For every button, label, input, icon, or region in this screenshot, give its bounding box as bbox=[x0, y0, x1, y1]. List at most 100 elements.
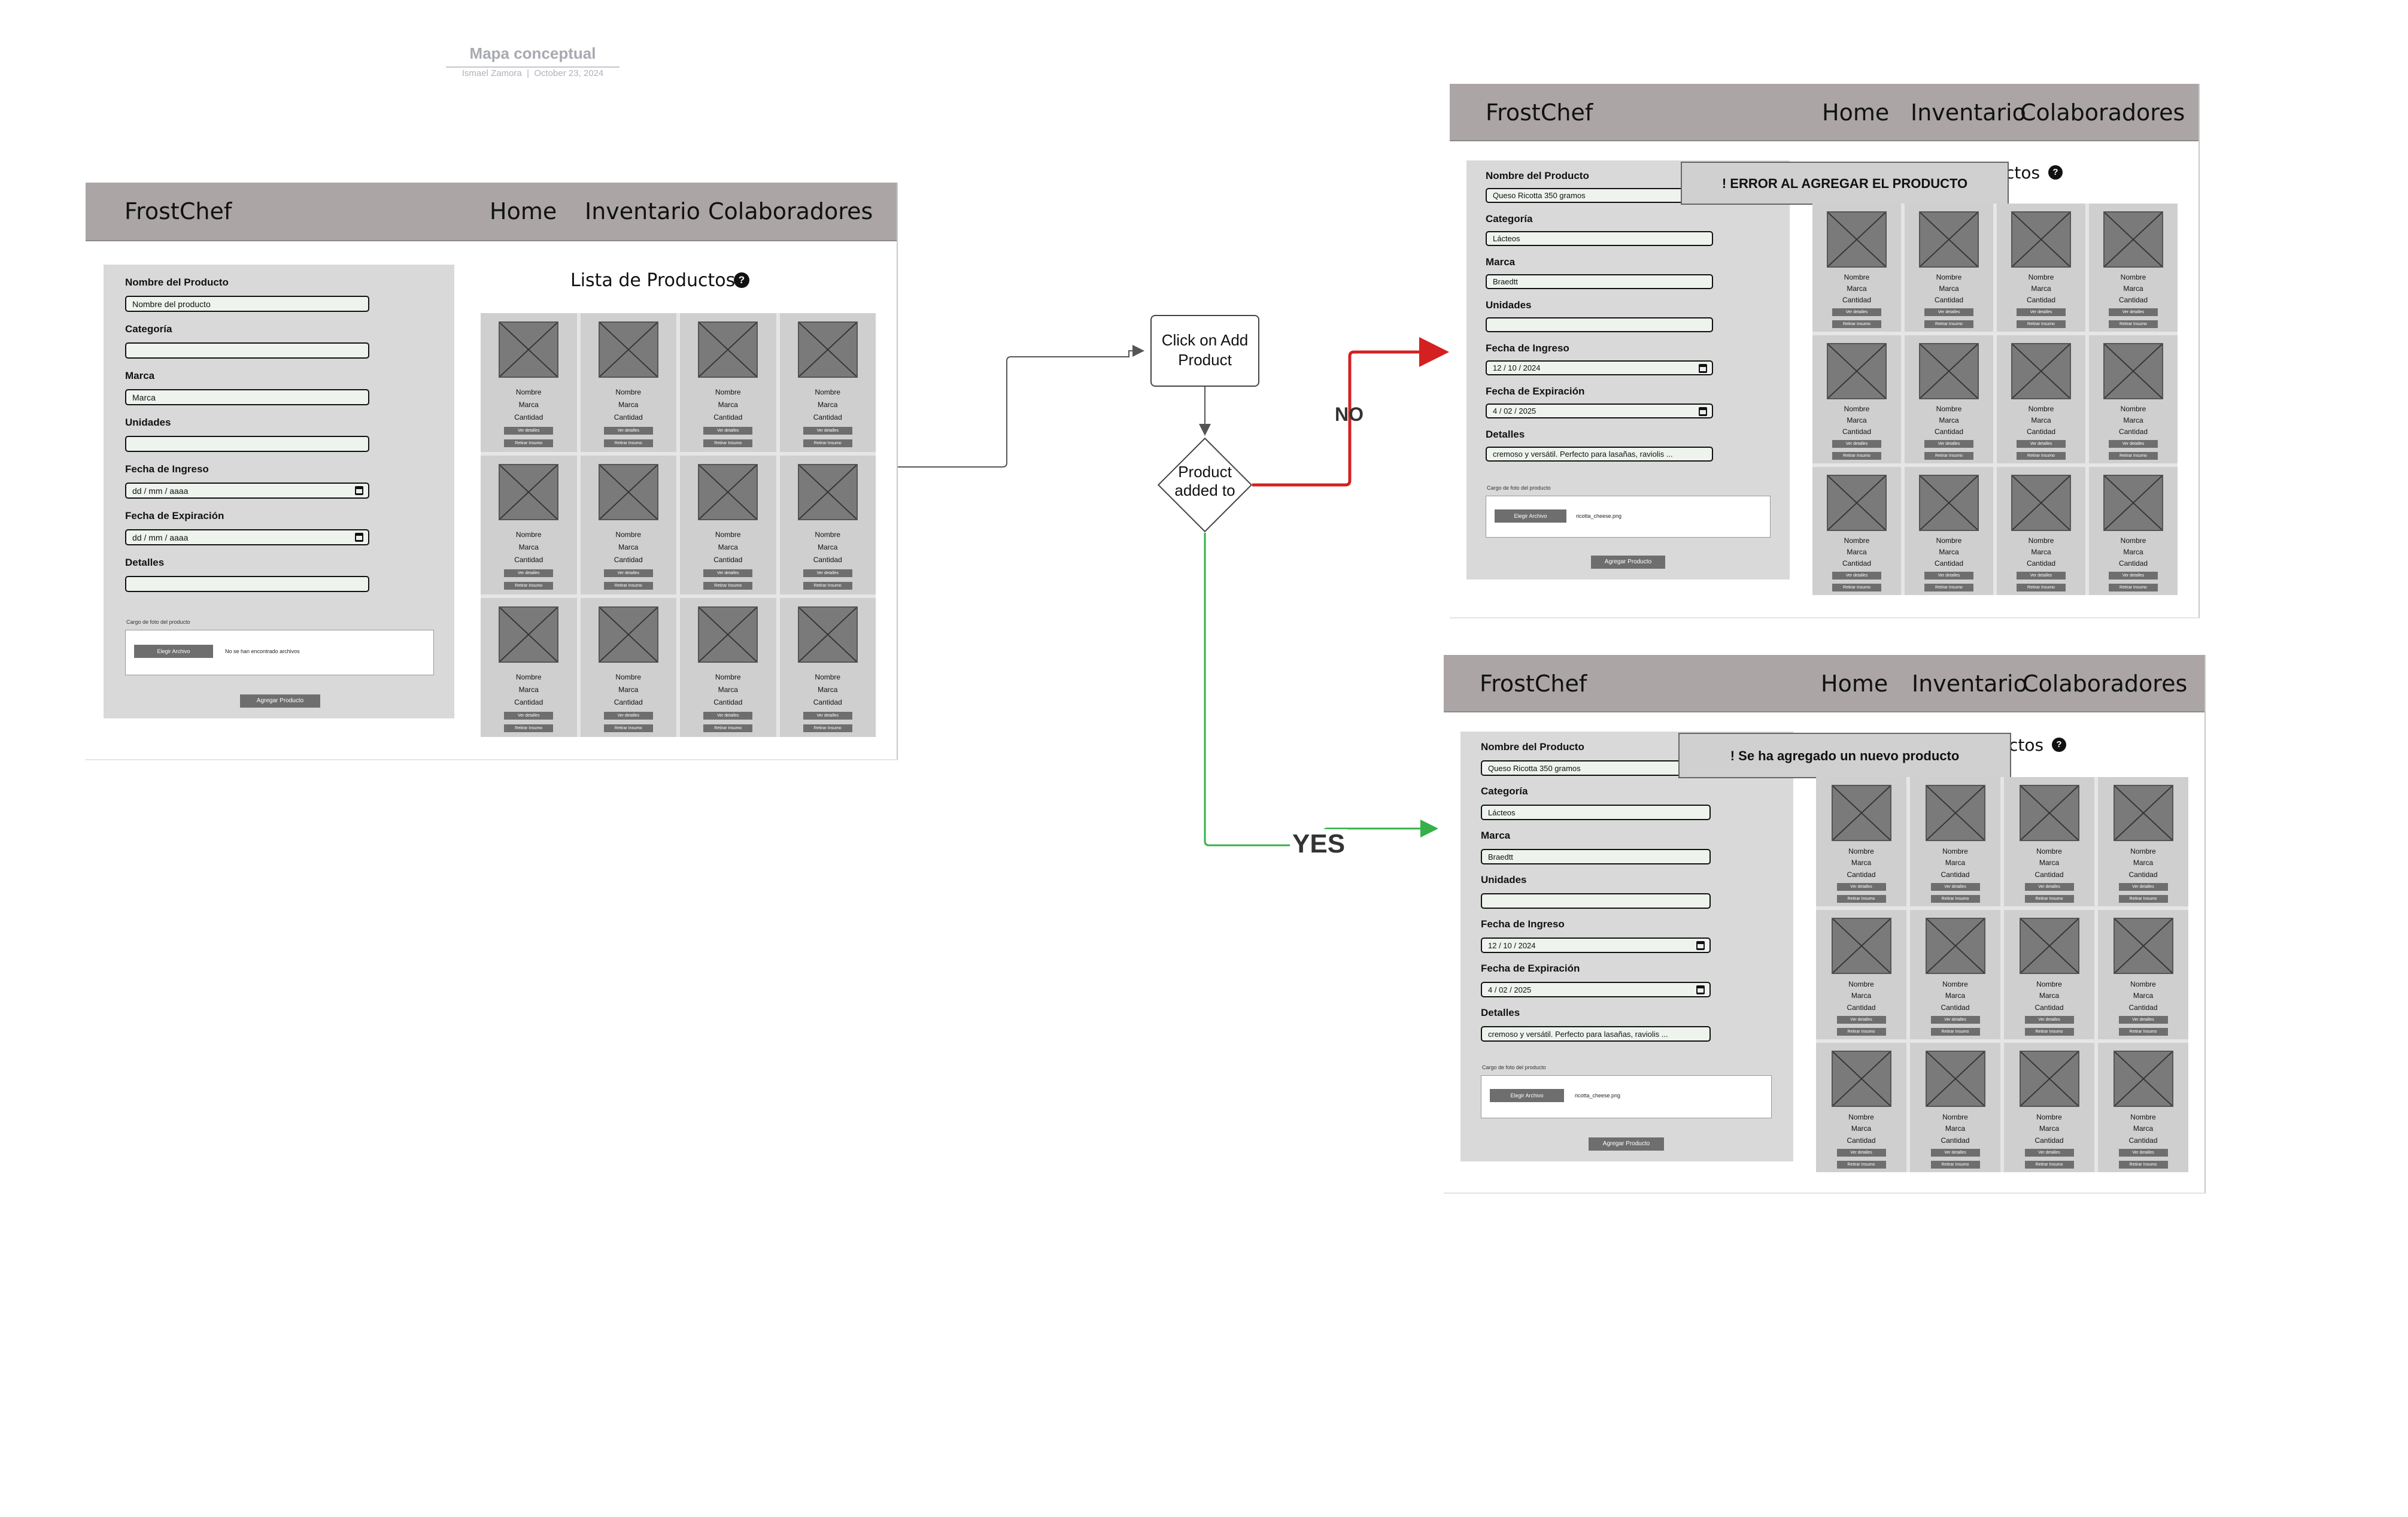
input-date-exp[interactable]: 4 / 02 / 2025 bbox=[1481, 982, 1711, 997]
remove-item-button[interactable]: Retirar Insumo bbox=[2118, 1027, 2168, 1036]
view-details-button[interactable]: Ver detalles bbox=[1930, 1016, 1980, 1024]
input-units[interactable] bbox=[1486, 317, 1713, 332]
remove-item-button[interactable]: Retirar Insumo bbox=[803, 439, 852, 448]
remove-item-button[interactable]: Retirar Insumo bbox=[1832, 320, 1881, 328]
view-details-button[interactable]: Ver detalles bbox=[504, 712, 554, 720]
remove-item-button[interactable]: Retirar Insumo bbox=[703, 724, 753, 733]
view-details-button[interactable]: Ver detalles bbox=[1930, 883, 1980, 891]
view-details-button[interactable]: Ver detalles bbox=[2109, 440, 2158, 448]
view-details-button[interactable]: Ver detalles bbox=[603, 712, 653, 720]
view-details-button[interactable]: Ver detalles bbox=[1930, 1149, 1980, 1157]
remove-item-button[interactable]: Retirar Insumo bbox=[603, 439, 653, 448]
remove-item-button[interactable]: Retirar Insumo bbox=[1930, 894, 1980, 903]
choose-file-button[interactable]: Elegir Archivo bbox=[1490, 1089, 1564, 1102]
remove-item-button[interactable]: Retirar Insumo bbox=[1930, 1027, 1980, 1036]
view-details-button[interactable]: Ver detalles bbox=[703, 712, 753, 720]
view-details-button[interactable]: Ver detalles bbox=[504, 427, 554, 435]
help-icon[interactable]: ? bbox=[2052, 738, 2066, 752]
nav-home[interactable]: Home bbox=[1822, 99, 1890, 126]
view-details-button[interactable]: Ver detalles bbox=[1836, 1149, 1886, 1157]
view-details-button[interactable]: Ver detalles bbox=[1924, 572, 1973, 580]
input-name[interactable]: Nombre del producto bbox=[125, 296, 369, 312]
view-details-button[interactable]: Ver detalles bbox=[1832, 308, 1881, 317]
remove-item-button[interactable]: Retirar Insumo bbox=[603, 724, 653, 733]
view-details-button[interactable]: Ver detalles bbox=[2017, 572, 2066, 580]
input-date-in[interactable]: 12 / 10 / 2024 bbox=[1481, 937, 1711, 953]
remove-item-button[interactable]: Retirar Insumo bbox=[2017, 583, 2066, 591]
remove-item-button[interactable]: Retirar Insumo bbox=[1836, 894, 1886, 903]
remove-item-button[interactable]: Retirar Insumo bbox=[2024, 1160, 2074, 1169]
nav-colaboradores[interactable]: Colaboradores bbox=[2020, 99, 2185, 126]
help-icon[interactable]: ? bbox=[2048, 165, 2063, 180]
view-details-button[interactable]: Ver detalles bbox=[1924, 308, 1973, 317]
remove-item-button[interactable]: Retirar Insumo bbox=[1832, 583, 1881, 591]
remove-item-button[interactable]: Retirar Insumo bbox=[803, 582, 852, 590]
input-brand[interactable]: Braedtt bbox=[1486, 274, 1713, 289]
view-details-button[interactable]: Ver detalles bbox=[803, 427, 852, 435]
remove-item-button[interactable]: Retirar Insumo bbox=[1924, 451, 1973, 460]
remove-item-button[interactable]: Retirar Insumo bbox=[1836, 1160, 1886, 1169]
nav-colaboradores[interactable]: Colaboradores bbox=[2023, 670, 2188, 697]
brand-logo[interactable]: FrostChef bbox=[1480, 670, 1587, 697]
nav-home[interactable]: Home bbox=[490, 198, 557, 224]
view-details-button[interactable]: Ver detalles bbox=[2118, 1149, 2168, 1157]
remove-item-button[interactable]: Retirar Insumo bbox=[1924, 583, 1973, 591]
remove-item-button[interactable]: Retirar Insumo bbox=[2109, 583, 2158, 591]
remove-item-button[interactable]: Retirar Insumo bbox=[603, 582, 653, 590]
remove-item-button[interactable]: Retirar Insumo bbox=[1930, 1160, 1980, 1169]
choose-file-button[interactable]: Elegir Archivo bbox=[134, 645, 213, 658]
remove-item-button[interactable]: Retirar Insumo bbox=[1832, 451, 1881, 460]
nav-home[interactable]: Home bbox=[1821, 670, 1888, 697]
view-details-button[interactable]: Ver detalles bbox=[1832, 440, 1881, 448]
brand-logo[interactable]: FrostChef bbox=[125, 198, 232, 224]
input-name[interactable]: Queso Ricotta 350 gramos bbox=[1486, 188, 1713, 203]
remove-item-button[interactable]: Retirar Insumo bbox=[2109, 320, 2158, 328]
input-category[interactable]: Lácteos bbox=[1486, 231, 1713, 246]
calendar-icon[interactable] bbox=[355, 533, 363, 542]
calendar-icon[interactable] bbox=[1699, 407, 1707, 416]
calendar-icon[interactable] bbox=[1696, 941, 1705, 950]
view-details-button[interactable]: Ver detalles bbox=[703, 427, 753, 435]
nav-inventario[interactable]: Inventario bbox=[1912, 670, 2027, 697]
remove-item-button[interactable]: Retirar Insumo bbox=[504, 582, 554, 590]
view-details-button[interactable]: Ver detalles bbox=[2118, 883, 2168, 891]
view-details-button[interactable]: Ver detalles bbox=[1832, 572, 1881, 580]
input-date-in[interactable]: dd / mm / aaaa bbox=[125, 483, 369, 499]
remove-item-button[interactable]: Retirar Insumo bbox=[703, 439, 753, 448]
add-product-button[interactable]: Agregar Producto bbox=[1589, 1137, 1664, 1151]
input-date-in[interactable]: 12 / 10 / 2024 bbox=[1486, 360, 1713, 375]
remove-item-button[interactable]: Retirar Insumo bbox=[703, 582, 753, 590]
view-details-button[interactable]: Ver detalles bbox=[2017, 308, 2066, 317]
view-details-button[interactable]: Ver detalles bbox=[2017, 440, 2066, 448]
nav-inventario[interactable]: Inventario bbox=[585, 198, 700, 224]
input-brand[interactable]: Braedtt bbox=[1481, 849, 1711, 864]
remove-item-button[interactable]: Retirar Insumo bbox=[504, 439, 554, 448]
view-details-button[interactable]: Ver detalles bbox=[1836, 883, 1886, 891]
remove-item-button[interactable]: Retirar Insumo bbox=[2017, 320, 2066, 328]
input-details[interactable] bbox=[125, 576, 369, 592]
remove-item-button[interactable]: Retirar Insumo bbox=[1924, 320, 1973, 328]
input-units[interactable] bbox=[1481, 893, 1711, 909]
view-details-button[interactable]: Ver detalles bbox=[2109, 308, 2158, 317]
remove-item-button[interactable]: Retirar Insumo bbox=[2024, 894, 2074, 903]
choose-file-button[interactable]: Elegir Archivo bbox=[1495, 509, 1566, 523]
input-category[interactable]: Lácteos bbox=[1481, 805, 1711, 820]
input-date-exp[interactable]: 4 / 02 / 2025 bbox=[1486, 403, 1713, 418]
view-details-button[interactable]: Ver detalles bbox=[803, 569, 852, 578]
help-icon[interactable]: ? bbox=[734, 272, 749, 288]
view-details-button[interactable]: Ver detalles bbox=[603, 569, 653, 578]
remove-item-button[interactable]: Retirar Insumo bbox=[504, 724, 554, 733]
input-details[interactable]: cremoso y versátil. Perfecto para lasaña… bbox=[1481, 1026, 1711, 1042]
view-details-button[interactable]: Ver detalles bbox=[2024, 1016, 2074, 1024]
input-date-exp[interactable]: dd / mm / aaaa bbox=[125, 529, 369, 545]
nav-colaboradores[interactable]: Colaboradores bbox=[708, 198, 873, 224]
view-details-button[interactable]: Ver detalles bbox=[504, 569, 554, 578]
view-details-button[interactable]: Ver detalles bbox=[2024, 1149, 2074, 1157]
view-details-button[interactable]: Ver detalles bbox=[603, 427, 653, 435]
view-details-button[interactable]: Ver detalles bbox=[1836, 1016, 1886, 1024]
remove-item-button[interactable]: Retirar Insumo bbox=[2118, 894, 2168, 903]
remove-item-button[interactable]: Retirar Insumo bbox=[1836, 1027, 1886, 1036]
brand-logo[interactable]: FrostChef bbox=[1486, 99, 1593, 126]
input-units[interactable] bbox=[125, 436, 369, 452]
remove-item-button[interactable]: Retirar Insumo bbox=[2017, 451, 2066, 460]
